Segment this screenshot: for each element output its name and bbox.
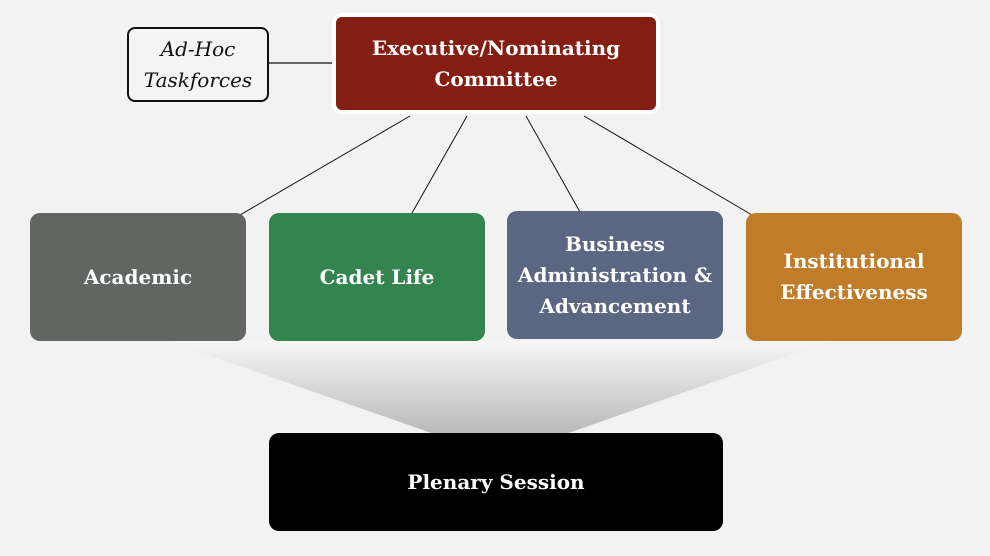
plenary-label: Plenary Session: [407, 469, 585, 494]
connector-cadet-life: [411, 115, 468, 214]
business-line1: Business: [564, 231, 666, 256]
funnel: [168, 341, 830, 436]
institutional-line2: Effectiveness: [780, 280, 928, 304]
committee-academic[interactable]: Academic: [30, 213, 246, 341]
cadet-life-label: Cadet Life: [319, 264, 435, 289]
connector-institutional: [583, 115, 753, 216]
business-line3: Advancement: [539, 293, 691, 318]
executive-line2: Committee: [434, 66, 558, 91]
adhoc-line1: Ad-Hoc: [160, 36, 236, 61]
connector-business: [525, 115, 581, 213]
plenary-session-box[interactable]: Plenary Session: [269, 433, 723, 531]
connector-academic: [239, 115, 411, 216]
committee-cadet-life[interactable]: Cadet Life: [269, 213, 485, 341]
adhoc-line2: Taskforces: [143, 67, 253, 92]
institutional-line1: Institutional: [783, 249, 925, 273]
executive-line1: Executive/Nominating: [371, 35, 621, 60]
academic-label: Academic: [83, 264, 193, 289]
business-line2: Administration &: [517, 262, 713, 287]
